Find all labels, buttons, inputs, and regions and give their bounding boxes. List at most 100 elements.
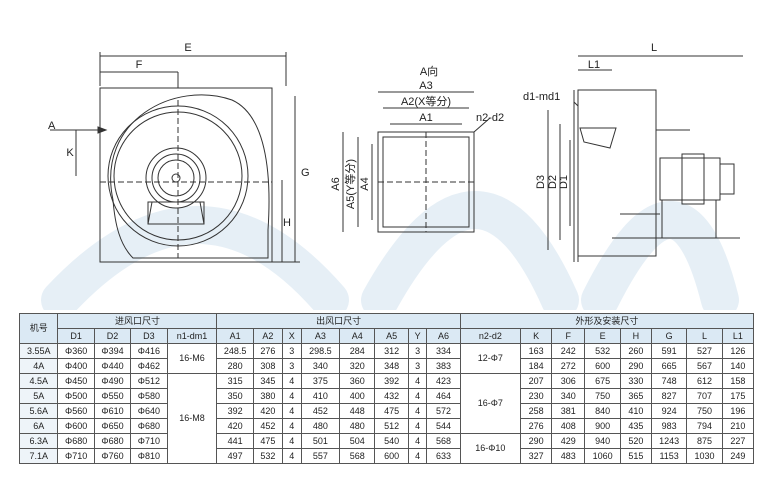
cell-d2: Φ394 xyxy=(93,343,132,359)
dim-K-label: K xyxy=(66,147,74,159)
cell-l1: 196 xyxy=(721,403,755,419)
cell-f: 381 xyxy=(551,403,586,419)
cell-a5: 475 xyxy=(374,403,409,419)
cell-a3: 501 xyxy=(300,433,341,449)
cell-h: 365 xyxy=(619,388,652,404)
cell-a4: 284 xyxy=(339,343,376,359)
cell-a1: 350 xyxy=(216,388,254,404)
cell-h: 435 xyxy=(619,418,652,434)
cell-f: 272 xyxy=(551,358,586,374)
cell-d2: Φ680 xyxy=(93,433,132,449)
group-outlet: 出风口尺寸 xyxy=(216,313,461,329)
group-inlet: 进风口尺寸 xyxy=(57,313,218,329)
cell-n1-dm1: 16-M6 xyxy=(166,343,218,374)
cell-d1: Φ400 xyxy=(57,358,95,374)
column-header: n1-dm1 xyxy=(166,328,218,344)
cell-model: 4A xyxy=(18,358,59,374)
cell-a6: 633 xyxy=(426,448,461,464)
cell-l1: 210 xyxy=(721,418,755,434)
cell-a2: 420 xyxy=(252,403,283,419)
column-header: F xyxy=(551,328,586,344)
front-view xyxy=(50,52,300,263)
cell-f: 340 xyxy=(551,388,586,404)
group-install: 外形及安装尺寸 xyxy=(459,313,755,329)
dim-n2d2-label: n2-d2 xyxy=(476,112,504,124)
cell-a3: 340 xyxy=(300,358,341,374)
cell-d2: Φ650 xyxy=(93,418,132,434)
cell-d1: Φ500 xyxy=(57,388,95,404)
cell-a6: 572 xyxy=(426,403,461,419)
cell-a2: 452 xyxy=(252,418,283,434)
cell-n2-d2: 16-Φ7 xyxy=(459,373,521,434)
cell-a6: 464 xyxy=(426,388,461,404)
outlet-view-title: A向 xyxy=(420,64,438,78)
cell-g: 748 xyxy=(650,373,688,389)
cell-a2: 475 xyxy=(252,433,283,449)
column-header: Y xyxy=(407,328,428,344)
cell-h: 410 xyxy=(619,403,652,419)
cell-d1: Φ560 xyxy=(57,403,95,419)
column-header: A3 xyxy=(300,328,341,344)
cell-a3: 410 xyxy=(300,388,341,404)
table-group-header-row: 机号 进风口尺寸 出风口尺寸 外形及安装尺寸 xyxy=(18,313,755,344)
cell-d1: Φ710 xyxy=(57,448,95,464)
column-header: A6 xyxy=(426,328,461,344)
cell-l1: 227 xyxy=(721,433,755,449)
cell-h: 515 xyxy=(619,448,652,464)
cell-d1: Φ680 xyxy=(57,433,95,449)
cell-l: 875 xyxy=(686,433,723,449)
cell-a6: 568 xyxy=(426,433,461,449)
cell-d3: Φ680 xyxy=(130,418,168,434)
cell-g: 1243 xyxy=(650,433,688,449)
cell-a5: 540 xyxy=(374,433,409,449)
dim-D1-label: D1 xyxy=(558,175,570,189)
cell-a1: 420 xyxy=(216,418,254,434)
cell-d3: Φ810 xyxy=(130,448,168,464)
cell-l1: 126 xyxy=(721,343,755,359)
cell-e: 600 xyxy=(584,358,621,374)
cell-a4: 448 xyxy=(339,403,376,419)
cell-l1: 175 xyxy=(721,388,755,404)
cell-h: 290 xyxy=(619,358,652,374)
cell-model: 3.55A xyxy=(18,343,59,359)
dim-A1-label: A1 xyxy=(419,112,432,124)
cell-x: 3 xyxy=(281,358,302,374)
cell-k: 258 xyxy=(519,403,553,419)
cell-d1: Φ360 xyxy=(57,343,95,359)
column-header: L1 xyxy=(721,328,755,344)
column-header: D2 xyxy=(93,328,132,344)
cell-d3: Φ416 xyxy=(130,343,168,359)
dim-A4-label: A4 xyxy=(359,177,371,190)
cell-g: 983 xyxy=(650,418,688,434)
cell-x: 4 xyxy=(281,433,302,449)
dim-A6-label: A6 xyxy=(330,177,342,190)
dim-G-label: G xyxy=(301,167,310,179)
cell-k: 230 xyxy=(519,388,553,404)
cell-d2: Φ490 xyxy=(93,373,132,389)
cell-l1: 140 xyxy=(721,358,755,374)
cell-d3: Φ710 xyxy=(130,433,168,449)
cell-d3: Φ580 xyxy=(130,388,168,404)
column-header: A4 xyxy=(339,328,376,344)
cell-a5: 392 xyxy=(374,373,409,389)
cell-a2: 380 xyxy=(252,388,283,404)
cell-y: 4 xyxy=(407,433,428,449)
cell-a5: 312 xyxy=(374,343,409,359)
column-header: E xyxy=(584,328,621,344)
cell-e: 1060 xyxy=(584,448,621,464)
cell-a4: 360 xyxy=(339,373,376,389)
cell-a4: 480 xyxy=(339,418,376,434)
dim-L1-label: L1 xyxy=(588,59,600,71)
cell-l: 1030 xyxy=(686,448,723,464)
cell-x: 3 xyxy=(281,343,302,359)
cell-a5: 600 xyxy=(374,448,409,464)
column-header: D3 xyxy=(130,328,168,344)
cell-e: 532 xyxy=(584,343,621,359)
cell-a1: 497 xyxy=(216,448,254,464)
cell-l: 527 xyxy=(686,343,723,359)
cell-a3: 557 xyxy=(300,448,341,464)
cell-e: 675 xyxy=(584,373,621,389)
dim-D2-label: D2 xyxy=(547,175,559,189)
